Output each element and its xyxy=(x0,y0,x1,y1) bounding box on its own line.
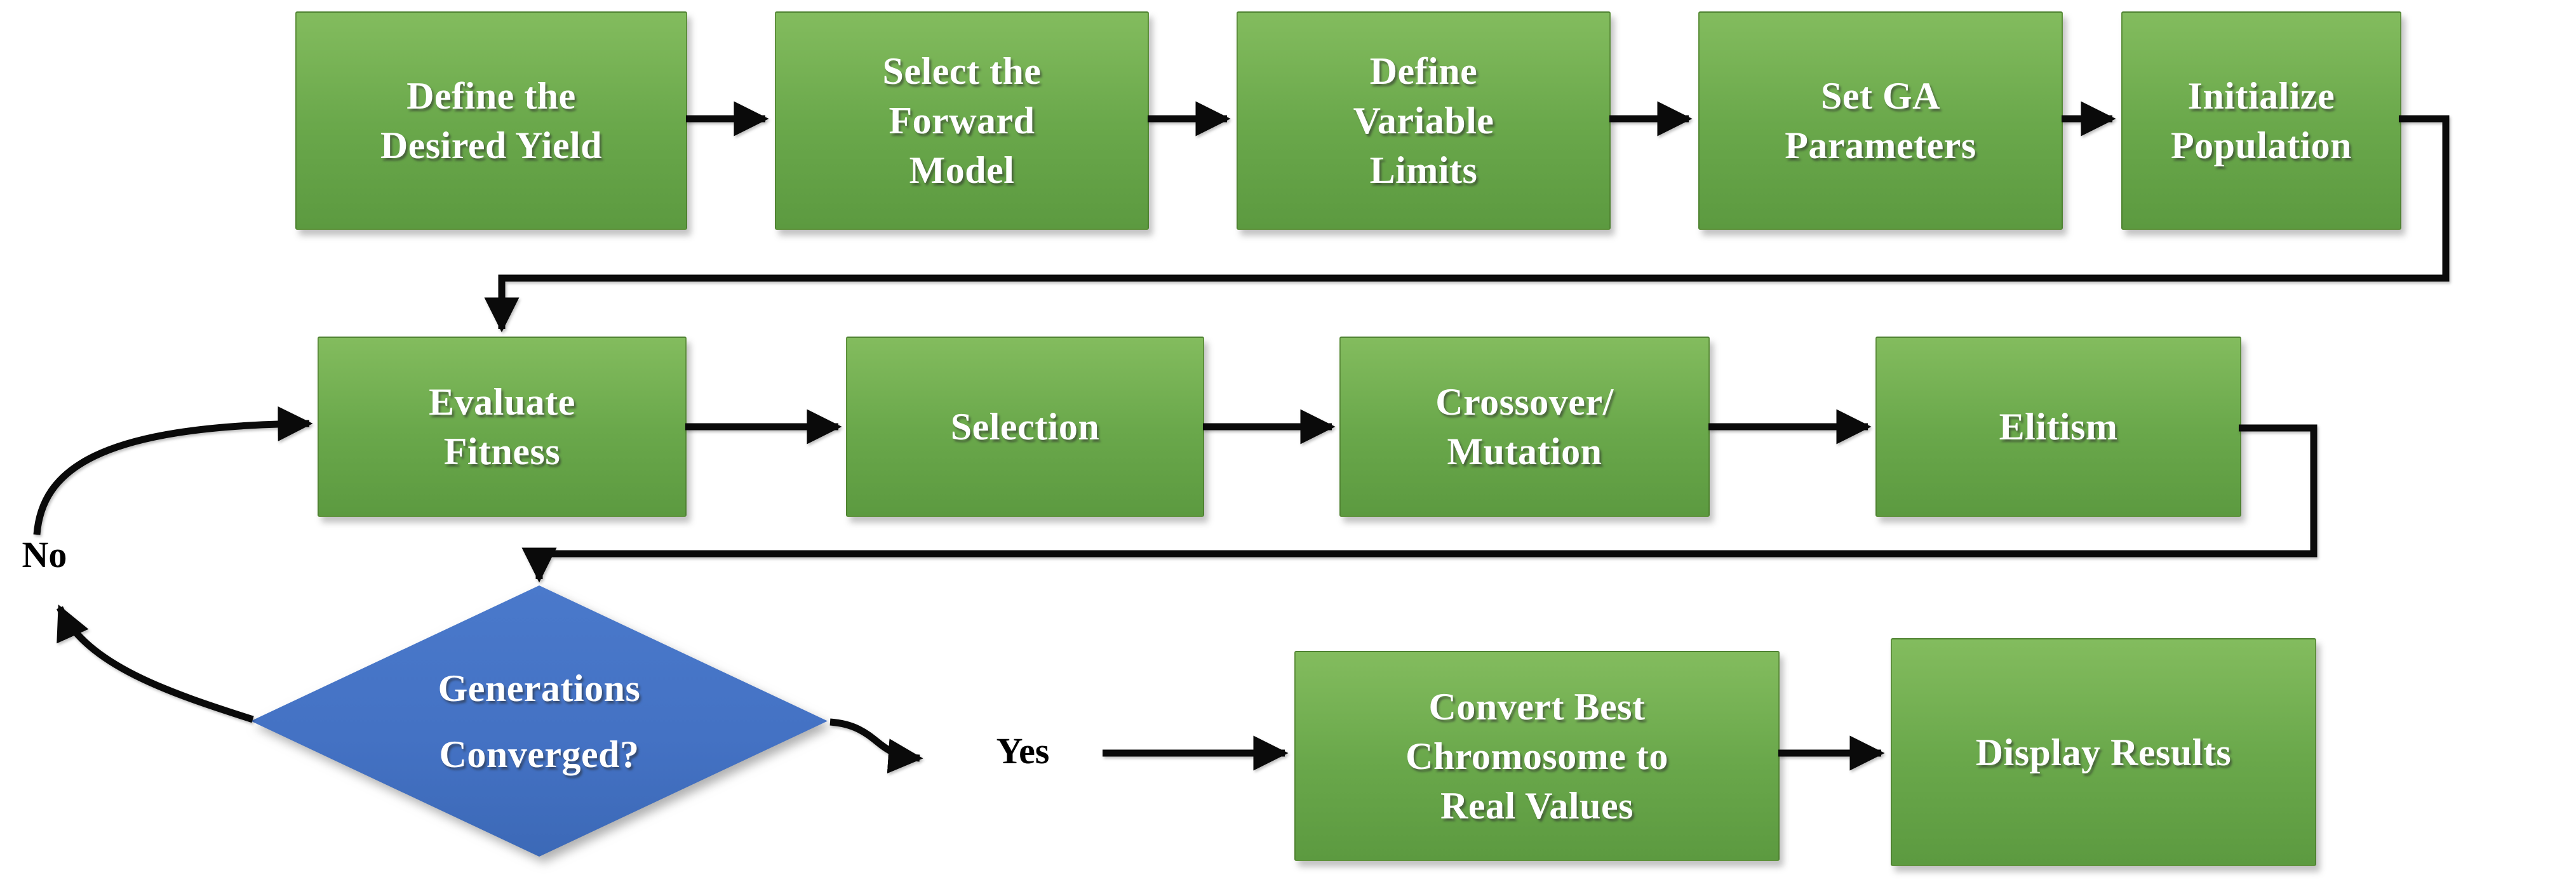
branch-label-yes: Yes xyxy=(996,730,1050,772)
node-text-line: Fitness xyxy=(443,431,561,472)
node-select-forward-model: Select the Forward Model xyxy=(775,11,1149,230)
node-crossover-mutation: Crossover/ Mutation xyxy=(1339,337,1710,517)
node-text-line: Evaluate xyxy=(429,381,575,423)
node-text-line: Selection xyxy=(950,406,1100,448)
node-text-line: Real Values xyxy=(1440,784,1633,827)
node-text-line: Generations xyxy=(438,667,641,709)
node-initialize-population: Initialize Population xyxy=(2121,11,2401,230)
arrow-no-diamond-to-label xyxy=(56,604,254,723)
node-text-line: Parameters xyxy=(1785,124,1976,166)
node-text-line: Initialize xyxy=(2187,75,2335,117)
node-evaluate-fitness: Evaluate Fitness xyxy=(318,337,687,517)
node-text-line: Population xyxy=(2170,124,2352,166)
arrow-no-label-to-evaluate xyxy=(33,406,313,535)
node-text-line: Desired Yield xyxy=(380,124,603,166)
node-define-variable-limits: Define Variable Limits xyxy=(1237,11,1611,230)
node-text-line: Variable xyxy=(1353,100,1494,142)
node-text-line: Limits xyxy=(1369,149,1478,191)
node-text-line: Set GA xyxy=(1821,75,1940,117)
node-text-line: Crossover/ xyxy=(1435,381,1614,423)
node-text-line: Elitism xyxy=(1999,406,2118,448)
node-text-line: Mutation xyxy=(1447,431,1602,472)
node-convert-best-chromosome: Convert Best Chromosome to Real Values xyxy=(1294,651,1780,861)
decision-generations-converged: Generations Converged? xyxy=(251,585,828,857)
node-text-line: Forward xyxy=(889,100,1035,142)
node-text-line: Chromosome to xyxy=(1405,735,1668,777)
node-text-line: Select the xyxy=(882,50,1042,92)
node-text-line: Define xyxy=(1369,50,1478,92)
node-define-desired-yield: Define the Desired Yield xyxy=(295,11,687,230)
node-text-line: Model xyxy=(909,149,1015,191)
node-text-line: Display Results xyxy=(1975,731,2232,773)
node-text-line: Define the xyxy=(406,75,576,117)
diamond-shape: Generations Converged? xyxy=(251,585,828,857)
node-elitism: Elitism xyxy=(1875,337,2241,517)
node-display-results: Display Results xyxy=(1891,638,2316,866)
arrow-yes-curve xyxy=(829,718,923,774)
node-text-line: Converged? xyxy=(439,733,640,775)
node-text-line: Convert Best xyxy=(1428,685,1646,728)
node-selection: Selection xyxy=(846,337,1204,517)
node-set-ga-parameters: Set GA Parameters xyxy=(1698,11,2063,230)
branch-label-no: No xyxy=(22,533,67,575)
